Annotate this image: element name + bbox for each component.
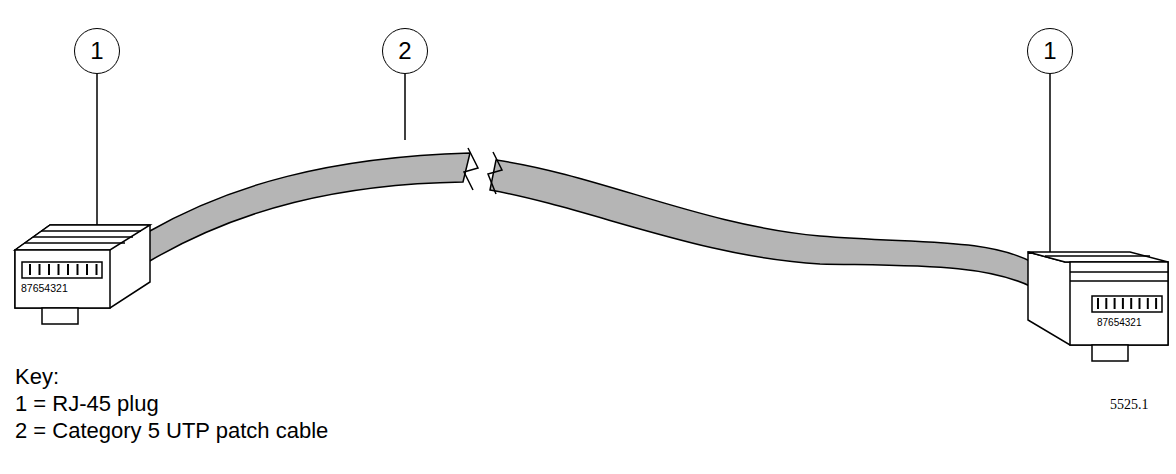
pin-stroke [1122, 298, 1124, 309]
patch-cable [148, 153, 470, 262]
pin-contacts [1098, 298, 1156, 309]
leader-line [96, 74, 98, 232]
leader-line [404, 74, 406, 140]
patch-cable [490, 160, 1032, 287]
pin-stroke [67, 264, 69, 275]
callout-number: 2 [398, 39, 411, 63]
pin-stroke [39, 264, 41, 275]
pin-stroke [1147, 298, 1149, 309]
pin-stroke [77, 264, 79, 275]
pin-stroke [1097, 298, 1099, 309]
pin-numbers: 87654321 [1097, 317, 1142, 328]
pin-contacts [30, 264, 97, 275]
pin-stroke [1139, 298, 1141, 309]
key-heading: Key: [15, 365, 59, 389]
pin-stroke [86, 264, 88, 275]
pin-stroke [29, 264, 31, 275]
key-entry: 1 = RJ-45 plug [15, 392, 159, 416]
break-mark [488, 152, 502, 194]
callout-circle: 1 [74, 28, 120, 74]
break-mark [464, 148, 478, 190]
pin-stroke [58, 264, 60, 275]
key-entry: 2 = Category 5 UTP patch cable [15, 419, 328, 443]
pin-stroke [48, 264, 50, 275]
pin-numbers: 87654321 [21, 283, 68, 295]
callout-number: 1 [1043, 39, 1056, 63]
callout-circle: 1 [1027, 28, 1073, 74]
pin-stroke [96, 264, 98, 275]
pin-stroke [1155, 298, 1157, 309]
callout-circle: 2 [382, 28, 428, 74]
pin-stroke [1130, 298, 1132, 309]
callout-number: 1 [90, 39, 103, 63]
rj45-plug [1028, 252, 1168, 361]
leader-line [1049, 74, 1051, 262]
pin-stroke [1105, 298, 1107, 309]
rj45-plug [15, 225, 150, 324]
pin-stroke [1114, 298, 1116, 309]
figure-number: 5525.1 [1110, 397, 1149, 412]
